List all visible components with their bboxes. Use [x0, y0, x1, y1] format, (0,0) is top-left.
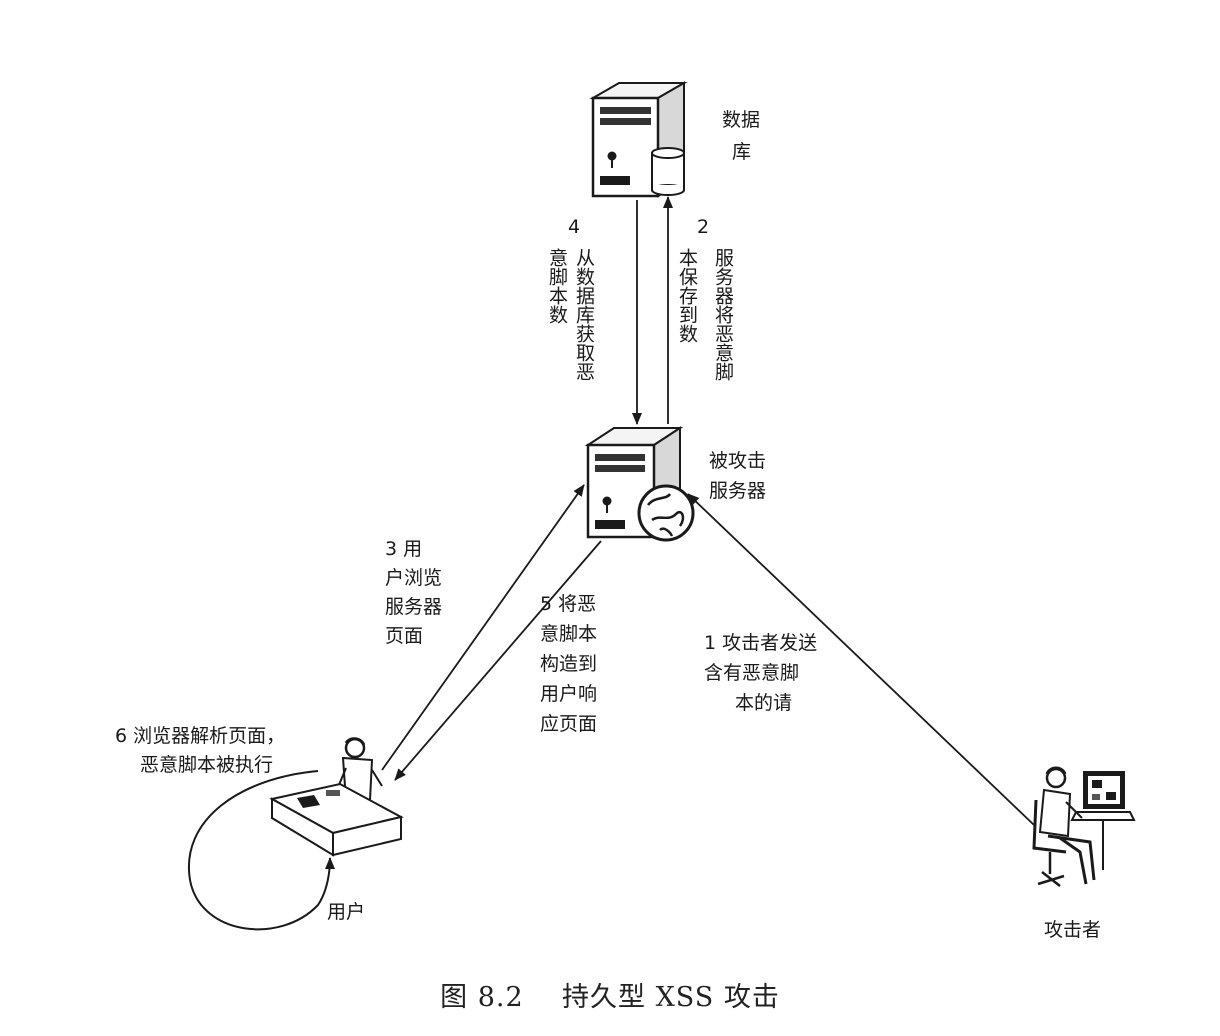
step-4-col1: 从数据库获取恶 — [573, 248, 595, 381]
step-3-l3: 服务器 — [385, 596, 442, 618]
database-label-line2: 库 — [732, 141, 751, 163]
user-label: 用户 — [327, 901, 365, 923]
arrow-1-attacker-to-server — [687, 493, 1035, 826]
server-label-line1: 被攻击 — [709, 450, 766, 472]
step-3-l4: 页面 — [385, 625, 423, 647]
step-5-l1: 5 将恶 — [540, 593, 596, 615]
user-at-desk-icon — [269, 737, 404, 857]
database-label-line1: 数据 — [722, 109, 760, 131]
caption-number: 图 8.2 — [440, 982, 524, 1013]
step-3-l2: 户浏览 — [385, 567, 442, 589]
step-4-number: 4 — [568, 216, 580, 238]
caption-title: 持久型 XSS 攻击 — [561, 982, 780, 1013]
step-5-l2: 意脚本 — [540, 623, 597, 645]
step-1-text: 1 攻击者发送 含有恶意脚 本的请 — [704, 632, 823, 714]
step-4-col2: 意脚本数 — [546, 248, 568, 324]
step-2-number: 2 — [697, 216, 709, 238]
step-5-l5: 应页面 — [540, 713, 597, 735]
attacker-at-computer-icon — [1032, 766, 1136, 887]
figure-caption: 图 8.2 持久型 XSS 攻击 — [0, 975, 1220, 1014]
step-3-text: 3 用 户浏览 服务器 页面 — [385, 538, 448, 647]
step-2-col1: 服务器将恶意脚 — [712, 248, 734, 381]
step-3-l1: 3 用 — [385, 538, 422, 560]
step-6-l2: 恶意脚本被执行 — [140, 754, 273, 776]
step-6-l1: 6 浏览器解析页面， — [115, 725, 285, 747]
server-label: 被攻击 服务器 — [709, 450, 772, 502]
step-5-l4: 用户响 — [540, 683, 597, 705]
step-1-l1: 1 攻击者发送 — [704, 632, 817, 654]
step-6-text: 6 浏览器解析页面， 恶意脚本被执行 — [115, 725, 291, 776]
database-cylinder-icon — [651, 147, 685, 196]
attacker-label: 攻击者 — [1044, 919, 1101, 941]
step-5-text: 5 将恶 意脚本 构造到 用户响 应页面 — [540, 593, 603, 735]
database-label: 数据 库 — [722, 109, 766, 163]
step-5-l3: 构造到 — [540, 653, 597, 675]
arrow-6-self-loop — [187, 770, 335, 931]
step-1-l2: 含有恶意脚 — [704, 662, 799, 684]
arrow-5-server-to-user — [394, 540, 602, 781]
step-2-col2: 本保存到数 — [676, 248, 698, 343]
globe-icon — [637, 484, 695, 542]
arrow-3-user-to-server — [381, 484, 585, 771]
step-1-l3: 本的请 — [735, 692, 792, 714]
server-label-line2: 服务器 — [709, 480, 766, 502]
